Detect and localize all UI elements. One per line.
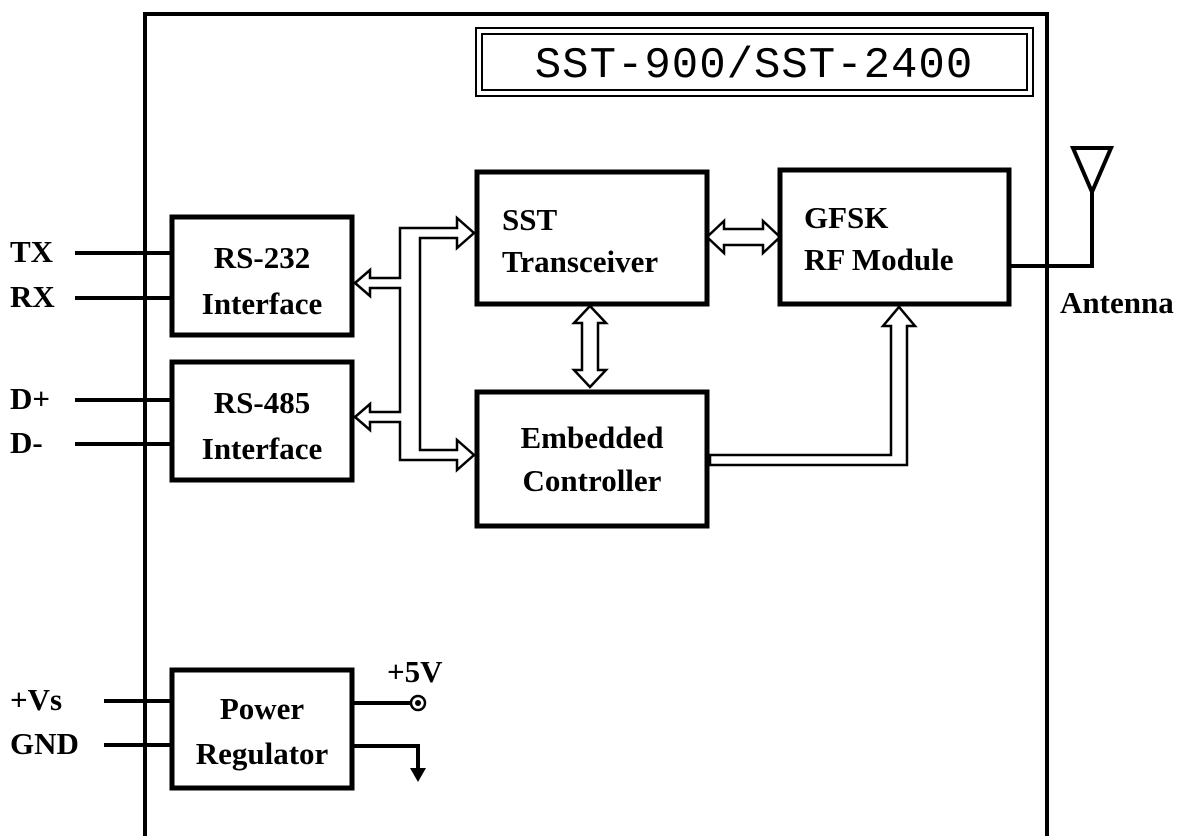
controller-line2: Controller (523, 463, 662, 498)
bus-arrows (353, 215, 918, 473)
page-title: SST-900/SST-2400 (535, 41, 973, 91)
rs485-interface-block: RS-485 Interface (169, 359, 355, 483)
transceiver-controller-arrow (571, 304, 609, 389)
title-plate: SST-900/SST-2400 (475, 27, 1034, 97)
rs485-line1: RS-485 (214, 385, 310, 420)
rs232-line2: Interface (202, 286, 323, 321)
power-line2: Regulator (196, 736, 329, 771)
ground-arrow-icon (352, 744, 426, 782)
v5-label: +5V (387, 654, 443, 689)
transceiver-line2: Transceiver (502, 244, 658, 279)
pin-label-d-minus: D- (10, 425, 43, 460)
antenna-icon (1011, 146, 1115, 268)
interface-bus-arrow (353, 215, 476, 473)
power-regulator-block: Power Regulator (169, 667, 355, 791)
rs232-interface-block: RS-232 Interface (169, 214, 355, 338)
power-line1: Power (220, 691, 305, 726)
rs232-line1: RS-232 (214, 240, 310, 275)
transceiver-line1: SST (502, 202, 557, 237)
rs485-line2: Interface (202, 431, 323, 466)
transceiver-block: SST Transceiver (474, 169, 710, 307)
pin-label-d-plus: D+ (10, 381, 50, 416)
pin-label-tx: TX (10, 234, 54, 269)
pin-label-vs: +Vs (10, 682, 62, 717)
enclosure-outline (143, 12, 1049, 836)
rf-module-line1: GFSK (804, 200, 888, 235)
controller-line1: Embedded (521, 420, 664, 455)
controller-block: Embedded Controller (474, 389, 710, 529)
antenna-label: Antenna (1060, 285, 1174, 320)
rf-module-block: GFSK RF Module (777, 167, 1012, 307)
pin-label-rx: RX (10, 279, 55, 314)
rf-module-line2: RF Module (804, 242, 954, 277)
controller-rf-arrow (708, 305, 918, 467)
pin-label-gnd: GND (10, 726, 79, 761)
v5-terminal-icon (409, 694, 427, 712)
transceiver-rf-arrow (705, 218, 782, 256)
